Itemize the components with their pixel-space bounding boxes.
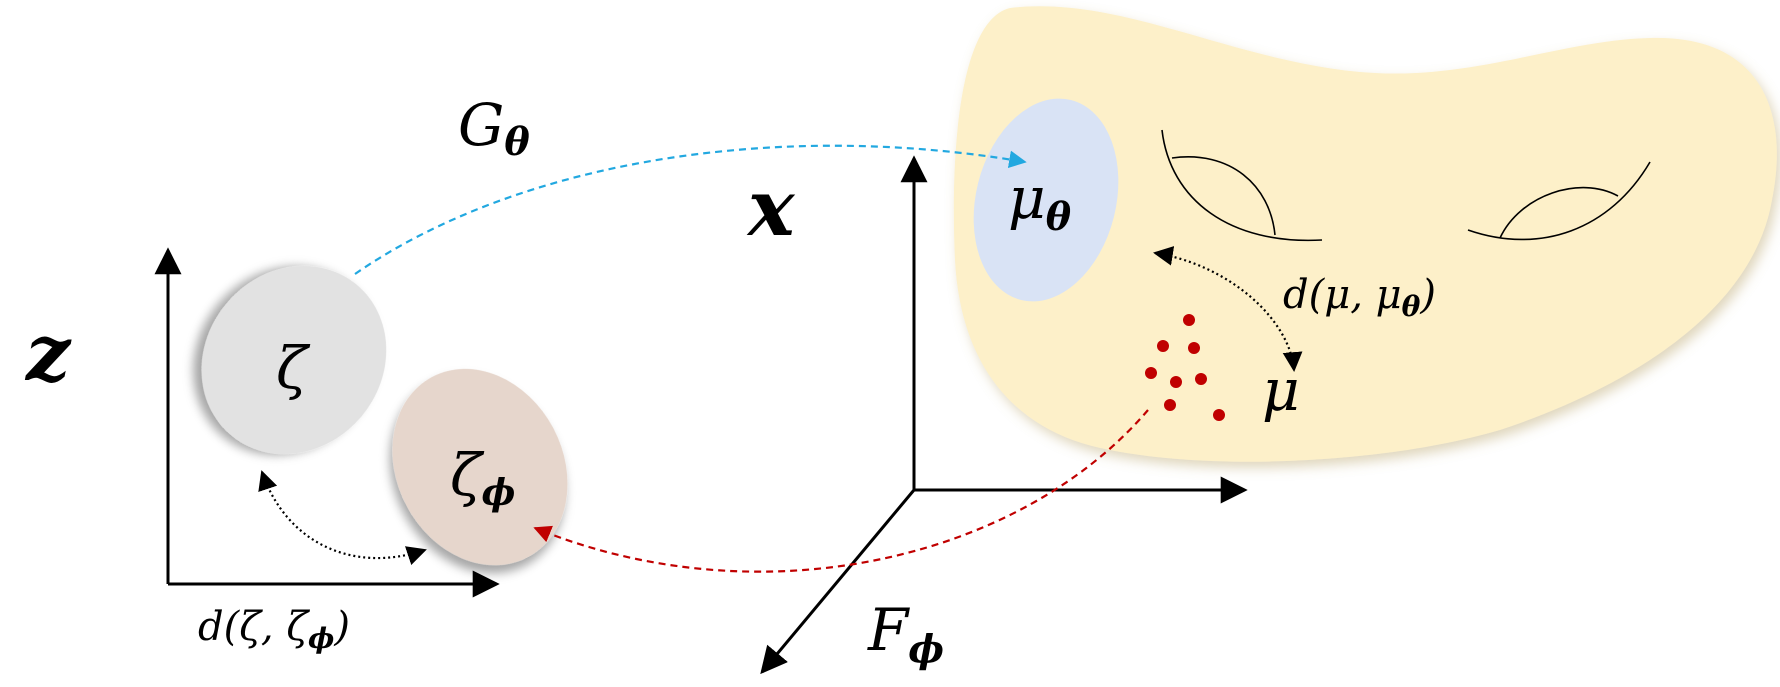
mu-theta-region: [973, 98, 1119, 302]
G-base: G: [458, 91, 504, 159]
mu-theta-base: μ: [1008, 164, 1046, 232]
zeta-phi-region: [392, 368, 568, 566]
z-space-label: 𝒛: [24, 308, 72, 399]
x-space-label: 𝒙: [746, 163, 796, 254]
F-base: F: [867, 596, 910, 664]
manifold-hole-curve-4: [1499, 186, 1619, 239]
zeta-label: ζ: [276, 334, 311, 402]
mu-label: μ: [1262, 356, 1300, 424]
sample-point: [1188, 342, 1200, 354]
mu-theta-sub: 𝜽: [1046, 194, 1072, 239]
zeta-region: [201, 266, 387, 454]
sample-point: [1145, 367, 1157, 379]
zeta-phi-base: ζ: [450, 441, 485, 509]
F-phi-label: F𝝓: [867, 596, 944, 671]
zeta-phi-label: ζ𝝓: [450, 441, 515, 514]
F-phi-arrow: [533, 409, 1149, 573]
G-theta-arrow: [354, 144, 1027, 275]
d-zeta-text: d(ζ, ζ: [198, 604, 310, 650]
d-zeta-arrow: [258, 470, 427, 566]
manifold-hole-curve-1: [1161, 129, 1323, 242]
d-mu-text: d(μ, μ: [1283, 272, 1402, 318]
sample-point: [1213, 409, 1225, 421]
d-mu-label: d(μ, μ𝜽): [1283, 272, 1436, 323]
zeta-phi-sub: 𝝓: [481, 472, 515, 514]
sample-point: [1157, 340, 1169, 352]
d-zeta-label: d(ζ, ζ𝝓): [198, 604, 350, 655]
d-zeta-sub: 𝝓: [308, 622, 334, 655]
mu-theta-label: μ𝜽: [1008, 164, 1072, 239]
d-mu-sub: 𝜽: [1402, 290, 1421, 323]
sample-point: [1183, 314, 1195, 326]
F-sub: 𝝓: [908, 626, 944, 671]
d-zeta-close: ): [333, 604, 350, 650]
manifold-hole-curve-2: [1171, 156, 1276, 236]
sample-point: [1195, 373, 1207, 385]
sample-point: [1170, 376, 1182, 388]
manifold-hole-curve-3: [1467, 161, 1651, 241]
sample-point: [1164, 399, 1176, 411]
x-axis-depth: [760, 489, 916, 675]
d-mu-close: ): [1419, 272, 1436, 318]
data-samples: [1145, 314, 1225, 421]
G-sub: 𝜽: [504, 119, 530, 164]
G-theta-label: G𝜽: [458, 91, 530, 164]
